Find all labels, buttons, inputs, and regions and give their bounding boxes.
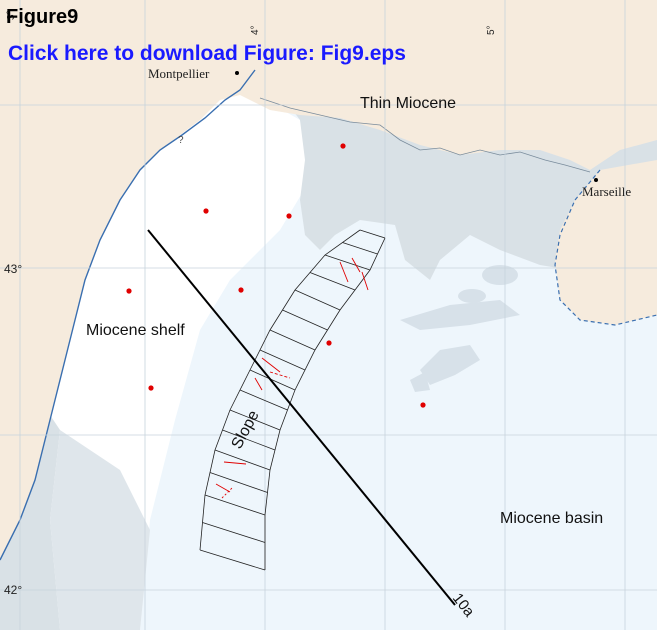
slope-cross-line <box>359 229 386 239</box>
bank-5 <box>410 372 430 392</box>
label-miocene-shelf: Miocene shelf <box>86 322 185 339</box>
slope-cross-line <box>294 289 341 311</box>
bank-2 <box>458 289 486 303</box>
download-figure-link[interactable]: Click here to download Figure: Fig9.eps <box>8 42 406 65</box>
slope-cross-line <box>222 429 276 451</box>
fault <box>254 377 263 391</box>
sample-point <box>238 287 244 293</box>
fault <box>223 461 247 465</box>
fault <box>361 271 369 291</box>
sample-point <box>340 143 346 149</box>
lat-tick-43: 43° <box>4 262 22 276</box>
slope-cross-line <box>214 449 271 471</box>
fault <box>339 261 349 283</box>
southwest-thin-miocene <box>50 430 150 630</box>
fault <box>269 371 291 379</box>
faults <box>215 257 369 499</box>
lon-tick-3: 3° <box>6 10 17 20</box>
label-thin-miocene: Thin Miocene <box>360 95 456 112</box>
coastline-gulf <box>259 97 591 173</box>
land-france <box>0 0 657 560</box>
slope-cross-line <box>342 242 378 255</box>
sample-point <box>148 385 154 391</box>
slope-cross-line <box>239 389 288 411</box>
city-montpellier: Montpellier <box>148 66 210 81</box>
sample-point <box>326 340 332 346</box>
slope-cross-line <box>209 472 268 493</box>
slope-cross-line <box>282 309 328 331</box>
slope-band <box>199 229 386 571</box>
slope-cross-line <box>199 549 266 571</box>
bank-4 <box>420 345 480 385</box>
sample-point <box>126 288 132 294</box>
sample-point <box>203 208 209 214</box>
coastline-west <box>0 69 256 561</box>
city-marseille: Marseille <box>582 184 631 199</box>
montpellier-marker <box>235 71 239 75</box>
slope-cross-lines <box>199 229 386 571</box>
slope-cross-line <box>259 349 306 371</box>
land-provence <box>555 160 657 325</box>
bank-3 <box>400 300 520 330</box>
slope-cross-line <box>229 409 281 431</box>
lon-tick-5: 5° <box>486 25 497 35</box>
coastline-east-dashed <box>554 169 657 326</box>
slope-cross-line <box>309 272 356 291</box>
sample-point <box>286 213 292 219</box>
fault <box>351 257 361 273</box>
label-miocene-basin: Miocene basin <box>500 510 603 527</box>
lon-tick-4: 4° <box>250 25 261 35</box>
slope-cross-line <box>249 369 296 391</box>
lat-tick-42: 42° <box>4 583 22 597</box>
slope-cross-line <box>202 522 266 543</box>
question-mark: ? <box>178 135 184 146</box>
marseille-marker <box>594 178 598 182</box>
sample-points <box>126 143 426 408</box>
fault <box>261 357 281 373</box>
profile-line-10a <box>147 229 456 606</box>
bank-1 <box>482 265 518 285</box>
slope-cross-line <box>269 329 316 351</box>
slope-cross-line <box>324 254 371 271</box>
slope-cross-line <box>204 494 266 516</box>
sample-point <box>420 402 426 408</box>
figure-title: Figure9 <box>6 6 79 28</box>
fault <box>215 483 231 493</box>
